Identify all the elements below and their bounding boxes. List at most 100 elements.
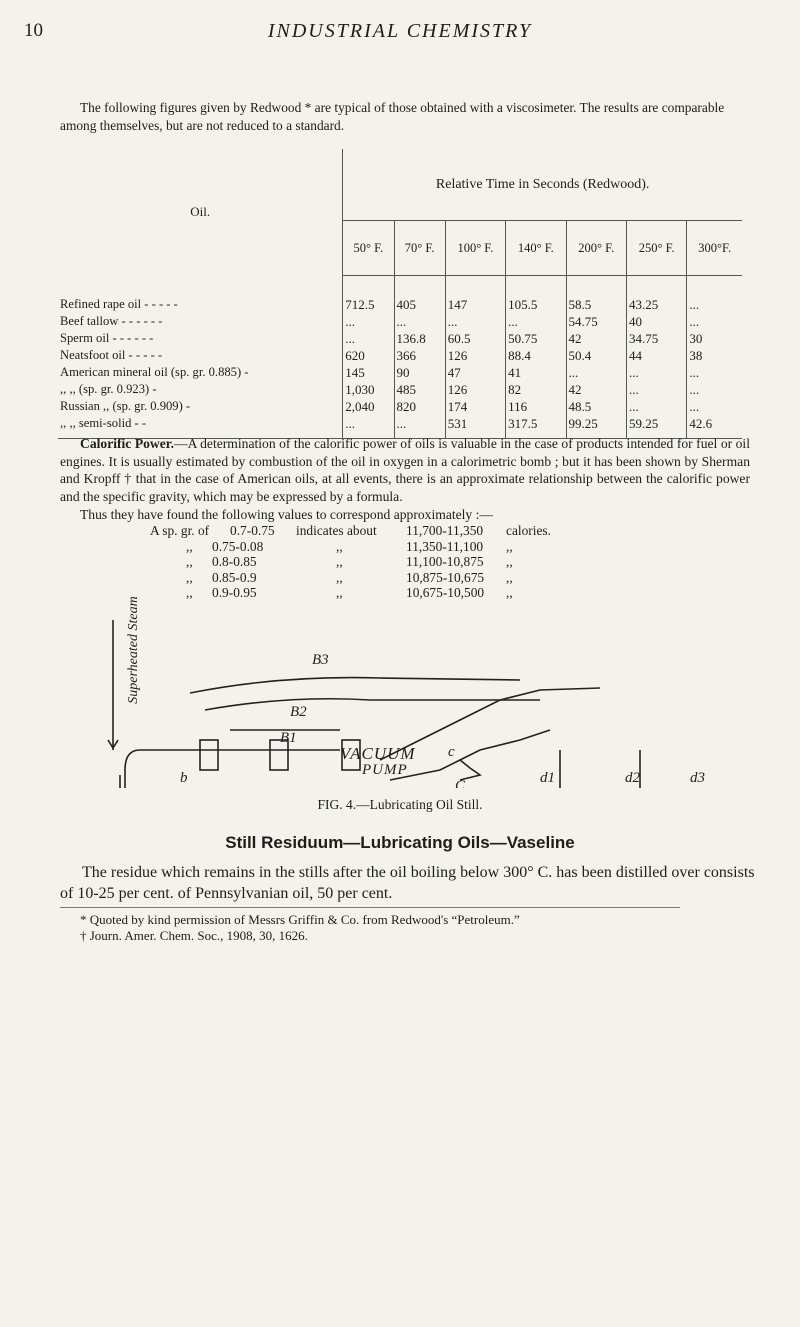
sg-mid: indicates about	[296, 523, 377, 538]
condenser-coil	[459, 759, 482, 781]
table-cell: 59.25	[626, 415, 688, 439]
still-drawing	[107, 620, 641, 788]
calorific-section: Calorific Power.—A determination of the …	[60, 435, 750, 524]
figure-caption: FIG. 4.—Lubricating Oil Still.	[317, 797, 483, 812]
table-cell: 40	[626, 313, 688, 330]
table-cell: ...	[689, 382, 700, 397]
temp-header: 300°F.	[686, 220, 742, 276]
sg-prefix: ,,	[186, 554, 193, 570]
sg-calories: 11,100-10,875	[406, 554, 484, 570]
sg-mid: ,,	[336, 569, 343, 585]
table-cell: 34.75	[626, 330, 688, 347]
oil-name: Sperm oil - - - - - -	[58, 330, 344, 347]
calorific-text: —A determination of the calorific power …	[60, 436, 750, 505]
table-row: Russian ,, (sp. gr. 0.909) - 2,040 820 1…	[58, 398, 742, 415]
lubricating-oil-still-diagram: B3 B2 B1 b A c d1 d2 d3 C	[107, 620, 705, 788]
hood-b2	[204, 697, 540, 711]
sg-mid: ,,	[336, 554, 343, 570]
table-cell: 47	[445, 364, 507, 381]
table-cell: ...	[342, 415, 395, 439]
table-cell: 42	[566, 381, 627, 398]
oil-name: ,, ,, semi-solid - -	[58, 415, 344, 439]
table-cell: 38	[689, 348, 703, 363]
page-header: 10 INDUSTRIAL CHEMISTRY	[0, 20, 800, 60]
table-row: ,, ,, semi-solid - - ... ... 531 317.5 9…	[58, 415, 742, 439]
sg-unit: ,,	[506, 585, 513, 601]
table-cell: 1,030	[342, 381, 395, 398]
still-body	[124, 749, 340, 788]
table-cell: 126	[445, 381, 507, 398]
table-cell: 317.5	[505, 415, 567, 439]
table-cell: 485	[394, 381, 446, 398]
table-cell: 44	[626, 347, 688, 364]
section-title: Still Residuum—Lubricating Oils—Vaseline	[225, 833, 575, 852]
table-cell: 174	[445, 398, 507, 415]
table-cell: 147	[445, 275, 507, 313]
table-cell: 2,040	[342, 398, 395, 415]
table-cell: ...	[342, 330, 395, 347]
viscosity-rows: Refined rape oil - - - - - 712.5 405 147…	[58, 275, 742, 439]
sg-calories: 11,350-11,100	[406, 538, 484, 554]
table-cell: 126	[445, 347, 507, 364]
table-cell: 54.75	[566, 313, 627, 330]
table-cell: 48.5	[566, 398, 627, 415]
relative-time-header: Relative Time in Seconds (Redwood).	[342, 149, 742, 221]
footnotes: * Quoted by kind permission of Messrs Gr…	[60, 912, 750, 944]
column	[269, 739, 289, 771]
oil-name: Refined rape oil - - - - -	[58, 275, 344, 313]
table-cell: 58.5	[566, 275, 627, 313]
label-b: b	[180, 770, 188, 786]
table-cell: ...	[689, 365, 700, 380]
condenser-pipe	[389, 729, 551, 781]
oil-name: Russian ,, (sp. gr. 0.909) -	[58, 398, 344, 415]
temp-header: 140° F.	[505, 220, 567, 276]
sg-calories: 11,700-11,350	[406, 523, 484, 538]
oil-name: Beef tallow - - - - - -	[58, 313, 344, 330]
table-row: American mineral oil (sp. gr. 0.885) - 1…	[58, 364, 742, 381]
table-cell: ...	[505, 313, 567, 330]
sg-unit: ,,	[506, 538, 513, 554]
table-cell: ...	[566, 364, 627, 381]
temp-header: 100° F.	[445, 220, 507, 276]
table-cell: 60.5	[445, 330, 507, 347]
temp-header: 200° F.	[566, 220, 627, 276]
table-cell: 531	[445, 415, 507, 439]
label-d3: d3	[690, 770, 705, 786]
table-cell: ...	[626, 398, 688, 415]
superheated-steam-label: Superheated Steam	[126, 596, 141, 704]
table-cell: 99.25	[566, 415, 627, 439]
hood-b3	[189, 676, 521, 694]
table-cell: 41	[505, 364, 567, 381]
table-cell: ...	[342, 313, 395, 330]
footnote-1: * Quoted by kind permission of Messrs Gr…	[80, 912, 520, 927]
sg-range: 0.8-0.85	[212, 554, 257, 570]
sg-mid: ,,	[336, 585, 343, 601]
table-row: Beef tallow - - - - - - ... ... ... ... …	[58, 313, 742, 330]
residue-text: The residue which remains in the stills …	[60, 864, 755, 902]
table-cell: 820	[394, 398, 446, 415]
table-cell: ...	[445, 313, 507, 330]
sg-range: 0.7-0.75	[230, 523, 275, 538]
calorific-paragraph: Calorific Power.—A determination of the …	[60, 435, 750, 506]
sg-prefix: ,,	[186, 569, 193, 585]
intro-paragraph: The following figures given by Redwood *…	[60, 99, 750, 135]
table-cell: 145	[342, 364, 395, 381]
table-cell: 405	[394, 275, 446, 313]
label-d2: d2	[625, 770, 641, 786]
table-cell: 366	[394, 347, 446, 364]
label-d1: d1	[540, 770, 555, 786]
table-cell: 116	[505, 398, 567, 415]
table-cell: 712.5	[342, 275, 395, 313]
sg-unit: calories.	[506, 523, 551, 538]
viscosity-table: Oil. Relative Time in Seconds (Redwood).…	[58, 149, 742, 439]
table-cell: 43.25	[626, 275, 688, 313]
table-cell: ...	[394, 313, 446, 330]
sg-range: 0.85-0.9	[212, 569, 257, 585]
page-number: 10	[24, 20, 43, 41]
label-c-lower: C	[455, 778, 466, 788]
condenser-pipe	[379, 687, 601, 761]
sg-prefix: ,,	[186, 585, 193, 601]
oil-name: American mineral oil (sp. gr. 0.885) -	[58, 364, 344, 381]
column	[199, 739, 219, 771]
pump-label: PUMP	[362, 762, 408, 778]
